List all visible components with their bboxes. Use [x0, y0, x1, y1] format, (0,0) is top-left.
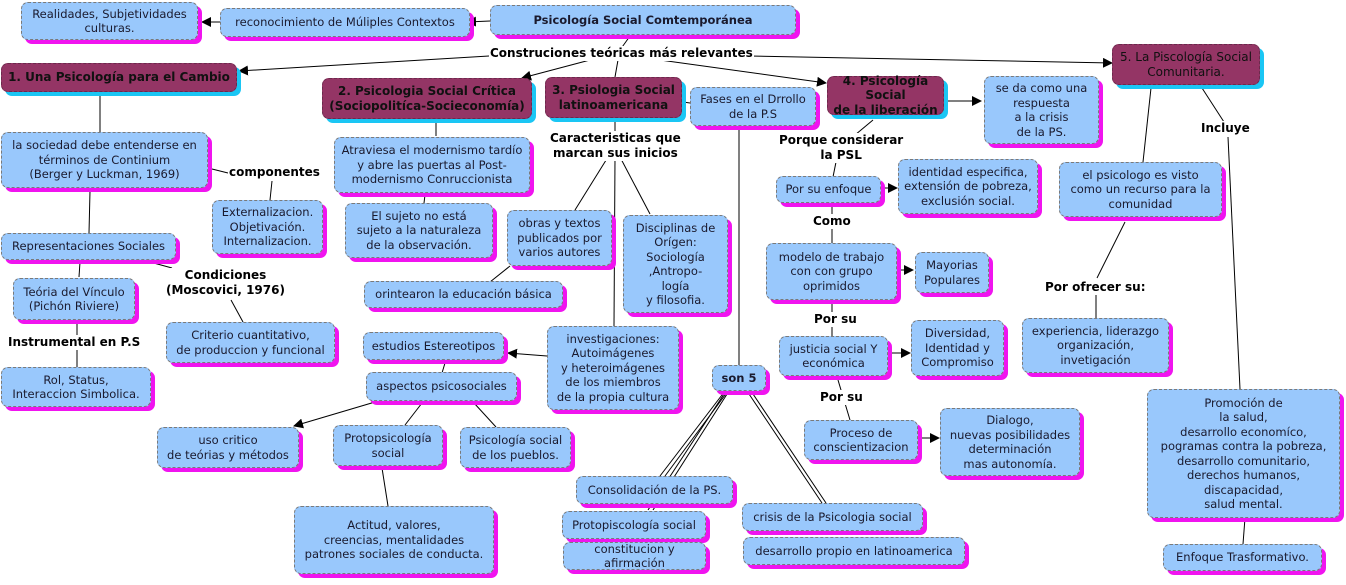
node-continium[interactable]: la sociedad debe entenderse en términos …	[1, 132, 208, 188]
node-promocion-salud[interactable]: Promoción de la salud, desarrollo econom…	[1147, 389, 1340, 518]
link-b5-psicologo	[1142, 87, 1152, 163]
node-representaciones-sociales[interactable]: Representaciones Sociales	[1, 233, 176, 260]
link-b4-porque	[854, 119, 874, 136]
label-condiciones: Condiciones (Moscovici, 1976)	[165, 268, 286, 298]
link-atraviesa-sujeto	[423, 194, 426, 204]
link-aspectos-uso	[293, 401, 376, 429]
node-fases-desarrollo[interactable]: Fases en el Drrollo de la P.S	[690, 87, 816, 126]
label-por-ofrecer: Por ofrecer su:	[1044, 280, 1147, 295]
node-reconocimiento[interactable]: reconocimiento de Múliples Contextos	[220, 8, 470, 37]
node-proceso-conscientizacion[interactable]: Proceso de conscientizacion	[804, 420, 918, 460]
label-por-su-1: Por su	[813, 312, 858, 327]
node-psicologo-recurso[interactable]: el psicologo es visto como un recurso pa…	[1059, 162, 1222, 217]
node-uso-critico[interactable]: uso critico de teórias y métodos	[157, 427, 299, 468]
link-porque-enfoque	[832, 161, 837, 178]
link-aspectos-proto	[404, 402, 423, 426]
node-respuesta-crisis[interactable]: se da como una respuesta a la crisis de …	[984, 76, 1099, 144]
node-identidad-especifica[interactable]: identidad especifica, extensión de pobre…	[898, 159, 1038, 214]
node-mayorias-populares[interactable]: Mayorias Populares	[915, 252, 989, 293]
link-aspectos-pueblos	[473, 402, 497, 428]
label-incluye: Incluye	[1200, 121, 1251, 136]
node-psicologia-pueblos[interactable]: Psicología social de los pueblos.	[460, 427, 571, 468]
node-crisis-psicologia[interactable]: crisis de la Psicologia social	[742, 503, 923, 531]
node-diversidad-identidad[interactable]: Diversidad, Identidad y Compromiso	[911, 320, 1004, 376]
link-incluye-promocion	[1227, 136, 1241, 390]
link-estereotipos-aspectos	[441, 362, 446, 374]
node-justicia-social[interactable]: justicia social Y económica	[779, 336, 888, 376]
node-protopsicologia-social[interactable]: Protopsicología social	[333, 425, 443, 466]
node-aspectos-psicosociales[interactable]: aspectos psicosociales	[366, 372, 517, 401]
link-continium-componentes	[211, 168, 229, 174]
branch-4-psicologia-liberacion[interactable]: 4. Psicología Social de la liberación	[827, 74, 944, 117]
branch-5-psicologia-comunitaria[interactable]: 5. La Piscología Social Comunitaria.	[1112, 44, 1260, 85]
branch-1-psicologia-cambio[interactable]: 1. Una Psicología para el Cambio	[1, 63, 237, 92]
link-construcciones-b1	[238, 55, 490, 76]
link-condiciones-criterio	[230, 299, 244, 323]
link-son5-crisis-b	[750, 390, 827, 504]
node-estudios-estereotipos[interactable]: estudios Estereotipos	[363, 332, 504, 360]
link-obras-orintearon	[489, 265, 511, 283]
node-modelo-trabajo[interactable]: modelo de trabajo con con grupo oprimido…	[766, 243, 897, 300]
link-construcciones-b5	[749, 55, 1113, 68]
node-consolidacion[interactable]: Consolidación de la PS.	[576, 476, 733, 504]
node-son-5[interactable]: son 5	[712, 365, 766, 391]
label-construcciones: Construciones teóricas más relevantes	[489, 46, 754, 61]
link-componentes-ext	[269, 180, 273, 201]
label-componentes: componentes	[228, 165, 321, 180]
node-orintearon-educacion[interactable]: orintearon la educación básica	[364, 281, 563, 308]
node-sujeto-naturaleza[interactable]: El sujeto no está sujeto a la naturaleza…	[345, 203, 493, 258]
label-instrumental: Instrumental en P.S	[7, 335, 142, 350]
root-node-psicologia-social[interactable]: Psicología Social Comtemporánea	[490, 5, 796, 35]
link-car-disciplinas	[619, 156, 651, 215]
node-disciplinas-origen[interactable]: Disciplinas de Orígen: Sociología ,Antro…	[623, 215, 728, 313]
node-constitucion-afirmacion[interactable]: constitucion y afirmación	[563, 542, 706, 570]
link-construcciones-b3	[614, 59, 619, 78]
branch-3-psicologia-latinoamericana[interactable]: 3. Psiologia Social latinoamericana	[545, 77, 682, 118]
link-inv-estereotipos	[507, 348, 548, 359]
link-rep-vinculo	[78, 261, 81, 278]
link-son5-crisis-a	[746, 390, 823, 504]
node-rol-status[interactable]: Rol, Status, Interaccion Simbolica.	[1, 367, 151, 407]
label-por-su-2: Por su	[819, 390, 864, 405]
node-dialogo[interactable]: Dialogo, nuevas posibilidades determinac…	[940, 408, 1080, 476]
link-car-obras	[574, 156, 609, 211]
link-b5-incluye	[1201, 87, 1225, 123]
label-porque-considerar: Porque considerar la PSL	[778, 133, 905, 163]
link-b3-fases	[682, 101, 691, 104]
node-investigaciones[interactable]: investigaciones: Autoimágenes y heteroim…	[547, 326, 679, 410]
node-externalizacion[interactable]: Externalizacion. Objetivación. Internali…	[212, 200, 323, 254]
link-car-investigaciones	[613, 156, 616, 327]
link-promocion-transformativo	[1242, 517, 1246, 545]
node-atraviesa-modernismo[interactable]: Atraviesa el modernismo tardío y abre la…	[334, 137, 530, 193]
node-obras-textos[interactable]: obras y textos publicados por varios aut…	[507, 210, 612, 266]
link-son5-consolidacion-a	[659, 390, 726, 477]
link-proto-actitud	[381, 467, 389, 507]
label-caracteristicas: Caracteristicas que marcan sus inicios	[549, 131, 682, 161]
node-experiencia-liderazgo[interactable]: experiencia, liderazgo organización, inv…	[1022, 318, 1169, 373]
link-root-reconocimiento	[466, 16, 491, 27]
node-teoria-vinculo[interactable]: Teória del Vínculo (Pichón Riviere)	[13, 278, 135, 320]
link-construcciones-b4	[659, 59, 827, 87]
node-desarrollo-propio[interactable]: desarrollo propio en latinoamerica	[743, 537, 965, 565]
link-psicologo-ofrecer	[1096, 221, 1126, 279]
node-actitud-valores[interactable]: Actitud, valores, creencias, mentalidade…	[294, 506, 494, 574]
link-rep-condiciones	[149, 261, 173, 269]
node-realidades[interactable]: Realidades, Subjetividades culturas.	[21, 2, 198, 40]
link-son5-consolidacion-b	[664, 390, 729, 477]
link-continium-rep	[88, 190, 91, 234]
node-por-su-enfoque[interactable]: Por su enfoque	[776, 176, 881, 203]
node-enfoque-trasformativo[interactable]: Enfoque Trasformativo.	[1163, 544, 1322, 571]
branch-2-psicologia-critica[interactable]: 2. Psicologia Social Crítica (Sociopolit…	[322, 78, 532, 119]
label-como: Como	[812, 214, 852, 229]
node-protopiscologia-social-fase[interactable]: Protopiscología social	[562, 511, 706, 539]
node-criterio-cuantitativo[interactable]: Criterio cuantitativo, de produccion y f…	[166, 322, 335, 363]
link-construcciones-b2	[521, 59, 591, 81]
